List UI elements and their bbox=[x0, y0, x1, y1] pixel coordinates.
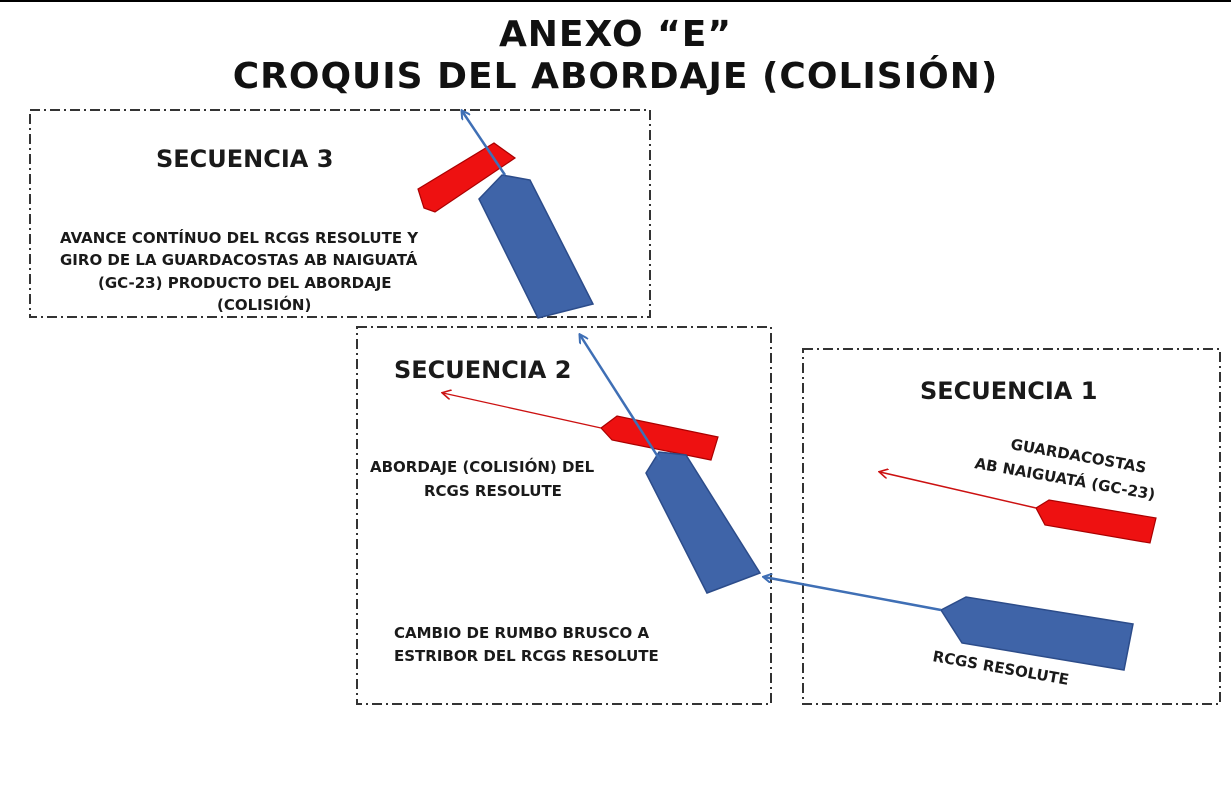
top-border bbox=[0, 0, 1231, 2]
sequence-3-heading: SECUENCIA 3 bbox=[156, 145, 333, 173]
resolute-course-arrow bbox=[462, 111, 507, 176]
course-change-note-line: ESTRIBOR DEL RCGS RESOLUTE bbox=[394, 647, 659, 665]
sequence-1-heading: SECUENCIA 1 bbox=[920, 377, 1097, 405]
sequence-3-note-line: (COLISIÓN) bbox=[217, 295, 311, 314]
sequence-2-heading: SECUENCIA 2 bbox=[394, 356, 571, 384]
ship-resolute-icon bbox=[645, 451, 762, 594]
sequence-3-note-line: (GC-23) PRODUCTO DEL ABORDAJE bbox=[98, 274, 392, 292]
ship-resolute-icon bbox=[939, 596, 1134, 671]
coastguard-course-arrow bbox=[880, 472, 1037, 509]
sequence-1-frame bbox=[802, 348, 1221, 705]
resolute-course-arrow bbox=[580, 335, 662, 461]
resolute-course-arrow bbox=[764, 577, 942, 612]
course-change-note-line: CAMBIO DE RUMBO BRUSCO A bbox=[394, 624, 649, 642]
diagram-title: CROQUIS DEL ABORDAJE (COLISIÓN) bbox=[232, 56, 999, 97]
sequence-3-note-line: AVANCE CONTÍNUO DEL RCGS RESOLUTE Y bbox=[60, 228, 419, 247]
annex-title: ANEXO “E” bbox=[498, 14, 733, 55]
coastguard-course-arrow bbox=[443, 393, 602, 429]
ship-coastguard-icon bbox=[600, 415, 719, 461]
collision-note-line: ABORDAJE (COLISIÓN) DEL bbox=[370, 457, 595, 476]
collision-note-line: RCGS RESOLUTE bbox=[424, 482, 562, 500]
ship-resolute-icon bbox=[478, 174, 595, 319]
ship-coastguard-icon bbox=[1035, 499, 1157, 544]
sequence-3-note-line: GIRO DE LA GUARDACOSTAS AB NAIGUATÁ bbox=[60, 250, 418, 269]
ship-coastguard-icon bbox=[417, 142, 517, 213]
sequence-3-frame bbox=[29, 109, 651, 318]
sequence-2-frame bbox=[356, 326, 772, 705]
